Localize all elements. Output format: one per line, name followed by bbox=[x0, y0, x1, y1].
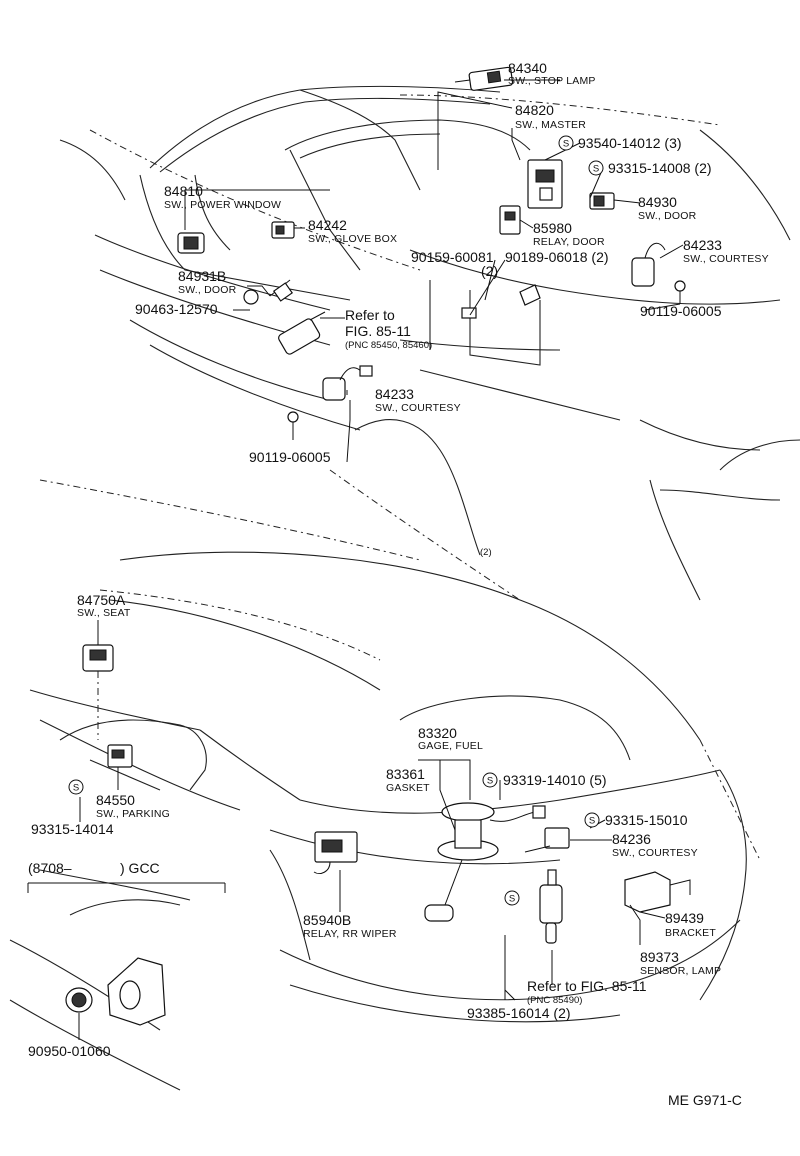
ignition-key-switch bbox=[278, 311, 326, 355]
door-switch-left bbox=[243, 279, 294, 305]
inset-plug-area bbox=[65, 899, 181, 1026]
door-switch-right bbox=[589, 192, 615, 210]
fig-ref-top-line2: FIG. 85-11 bbox=[345, 323, 411, 339]
fig-ref-bottom: Refer to FIG. 85-11 bbox=[527, 978, 647, 994]
part-number-93315-14008: 93315-14008 (2) bbox=[608, 160, 712, 176]
s-marker bbox=[482, 772, 498, 788]
part-desc-84233-right: SW., COURTESY bbox=[683, 253, 769, 265]
stop-lamp-switch bbox=[454, 66, 514, 91]
relay-door bbox=[499, 205, 521, 235]
part-number-93315-15010: 93315-15010 bbox=[605, 812, 688, 828]
part-number-84233-left: 84233 bbox=[375, 386, 414, 402]
part-number-90189: 90189-06018 (2) bbox=[505, 249, 609, 265]
s-marker bbox=[584, 812, 600, 828]
part-number-90950: 90950-01060 bbox=[28, 1043, 111, 1059]
rear-wiper-relay bbox=[313, 831, 358, 875]
s-marker bbox=[588, 160, 604, 176]
part-desc-84233-left: SW., COURTESY bbox=[375, 402, 461, 414]
courtesy-switch-left bbox=[322, 365, 373, 401]
part-desc-84340: SW., STOP LAMP bbox=[508, 75, 596, 87]
part-desc-83320: GAGE, FUEL bbox=[418, 740, 483, 752]
s-marker-label: S bbox=[589, 816, 595, 827]
s-marker-label: S bbox=[563, 139, 569, 150]
part-number-84750a: 84750A bbox=[77, 592, 126, 608]
part-desc-85940b: RELAY, RR WIPER bbox=[303, 928, 397, 940]
part-number-85980: 85980 bbox=[533, 220, 572, 236]
seat-switch bbox=[82, 644, 114, 672]
part-desc-84750a: SW., SEAT bbox=[77, 607, 131, 619]
fuel-gage-unit bbox=[424, 802, 546, 922]
part-number-93540: 93540-14012 (3) bbox=[578, 135, 682, 151]
part-desc-84236: SW., COURTESY bbox=[612, 847, 698, 859]
part-number-84550: 84550 bbox=[96, 792, 135, 808]
upper-body-outline bbox=[39, 85, 800, 601]
diagram-code: ME G971-C bbox=[668, 1092, 742, 1108]
fig-ref-top-pnc: (PNC 85450, 85460) bbox=[345, 340, 432, 351]
part-desc-84550: SW., PARKING bbox=[96, 808, 170, 820]
part-number-83361: 83361 bbox=[386, 766, 425, 782]
part-number-84931b: 84931B bbox=[178, 268, 226, 284]
power-window-switch bbox=[177, 232, 205, 254]
s-marker-labels: S S S S S S bbox=[73, 139, 599, 905]
part-number-89373: 89373 bbox=[640, 949, 679, 965]
part-number-84236: 84236 bbox=[612, 831, 651, 847]
part-number-89439: 89439 bbox=[665, 910, 704, 926]
courtesy-switch-right bbox=[631, 242, 686, 304]
s-marker-group bbox=[68, 135, 604, 906]
inset-label-right: ) GCC bbox=[120, 860, 160, 876]
s-marker-label: S bbox=[509, 894, 515, 905]
part-desc-90159: (2) bbox=[481, 263, 498, 279]
part-number-84820: 84820 bbox=[515, 102, 554, 118]
fig-ref-top-line1: Refer to bbox=[345, 307, 395, 323]
part-number-93315-14014: 93315-14014 bbox=[31, 821, 114, 837]
part-number-93319: 93319-14010 (5) bbox=[503, 772, 607, 788]
master-switch bbox=[527, 159, 563, 209]
part-desc-84931b: SW., DOOR bbox=[178, 284, 237, 296]
part-number-93385: 93385-16014 (2) bbox=[467, 1005, 571, 1021]
clip-center bbox=[461, 284, 541, 319]
part-number-90159: 90159-60081 bbox=[411, 249, 494, 265]
lower-body-outline bbox=[9, 551, 761, 1091]
part-number-84340: 84340 bbox=[508, 60, 547, 76]
part-desc-83361: GASKET bbox=[386, 782, 430, 794]
s-marker bbox=[504, 890, 520, 906]
s-marker-label: S bbox=[593, 164, 599, 175]
part-number-85940b: 85940B bbox=[303, 912, 351, 928]
part-number-84233-right: 84233 bbox=[683, 237, 722, 253]
glove-box-switch bbox=[271, 221, 295, 239]
s-marker-label: S bbox=[487, 776, 493, 787]
trunk-courtesy-switch bbox=[524, 827, 570, 853]
part-number-84242: 84242 bbox=[308, 217, 347, 233]
part-desc-84820: SW., MASTER bbox=[515, 119, 586, 131]
s-marker-label: S bbox=[73, 783, 79, 794]
part-desc-89439: BRACKET bbox=[665, 927, 716, 939]
bracket-sensor bbox=[624, 871, 691, 913]
lamp-sensor bbox=[539, 869, 563, 944]
leader-lines bbox=[27, 79, 684, 1040]
quantity-note: (2) bbox=[480, 547, 492, 558]
inset-label: (8708– ) GCC bbox=[28, 860, 160, 876]
screw-left bbox=[287, 411, 299, 440]
part-number-84930: 84930 bbox=[638, 194, 677, 210]
part-number-83320: 83320 bbox=[418, 725, 457, 741]
reference-notes: Refer to FIG. 85-11 (PNC 85450, 85460) R… bbox=[345, 307, 647, 1006]
part-desc-84930: SW., DOOR bbox=[638, 210, 697, 222]
part-desc-84242: SW., GLOVE BOX bbox=[308, 233, 397, 245]
part-number-84810: 84810 bbox=[164, 183, 203, 199]
part-desc-89373: SENSOR, LAMP bbox=[640, 965, 721, 977]
part-labels: 84340 SW., STOP LAMP 84820 SW., MASTER 9… bbox=[28, 60, 769, 1059]
part-number-90119-left: 90119-06005 bbox=[249, 449, 331, 465]
s-marker bbox=[68, 779, 84, 795]
part-desc-84810: SW., POWER WINDOW bbox=[164, 199, 281, 211]
s-marker bbox=[558, 135, 574, 151]
inset-label-left: (8708– bbox=[28, 860, 72, 876]
fig-ref-bottom-pnc: (PNC 85490) bbox=[527, 995, 582, 1006]
part-number-90463: 90463-12570 bbox=[135, 301, 218, 317]
part-desc-85980: RELAY, DOOR bbox=[533, 236, 605, 248]
part-number-90119-right: 90119-06005 bbox=[640, 303, 722, 319]
parking-switch bbox=[107, 744, 133, 768]
